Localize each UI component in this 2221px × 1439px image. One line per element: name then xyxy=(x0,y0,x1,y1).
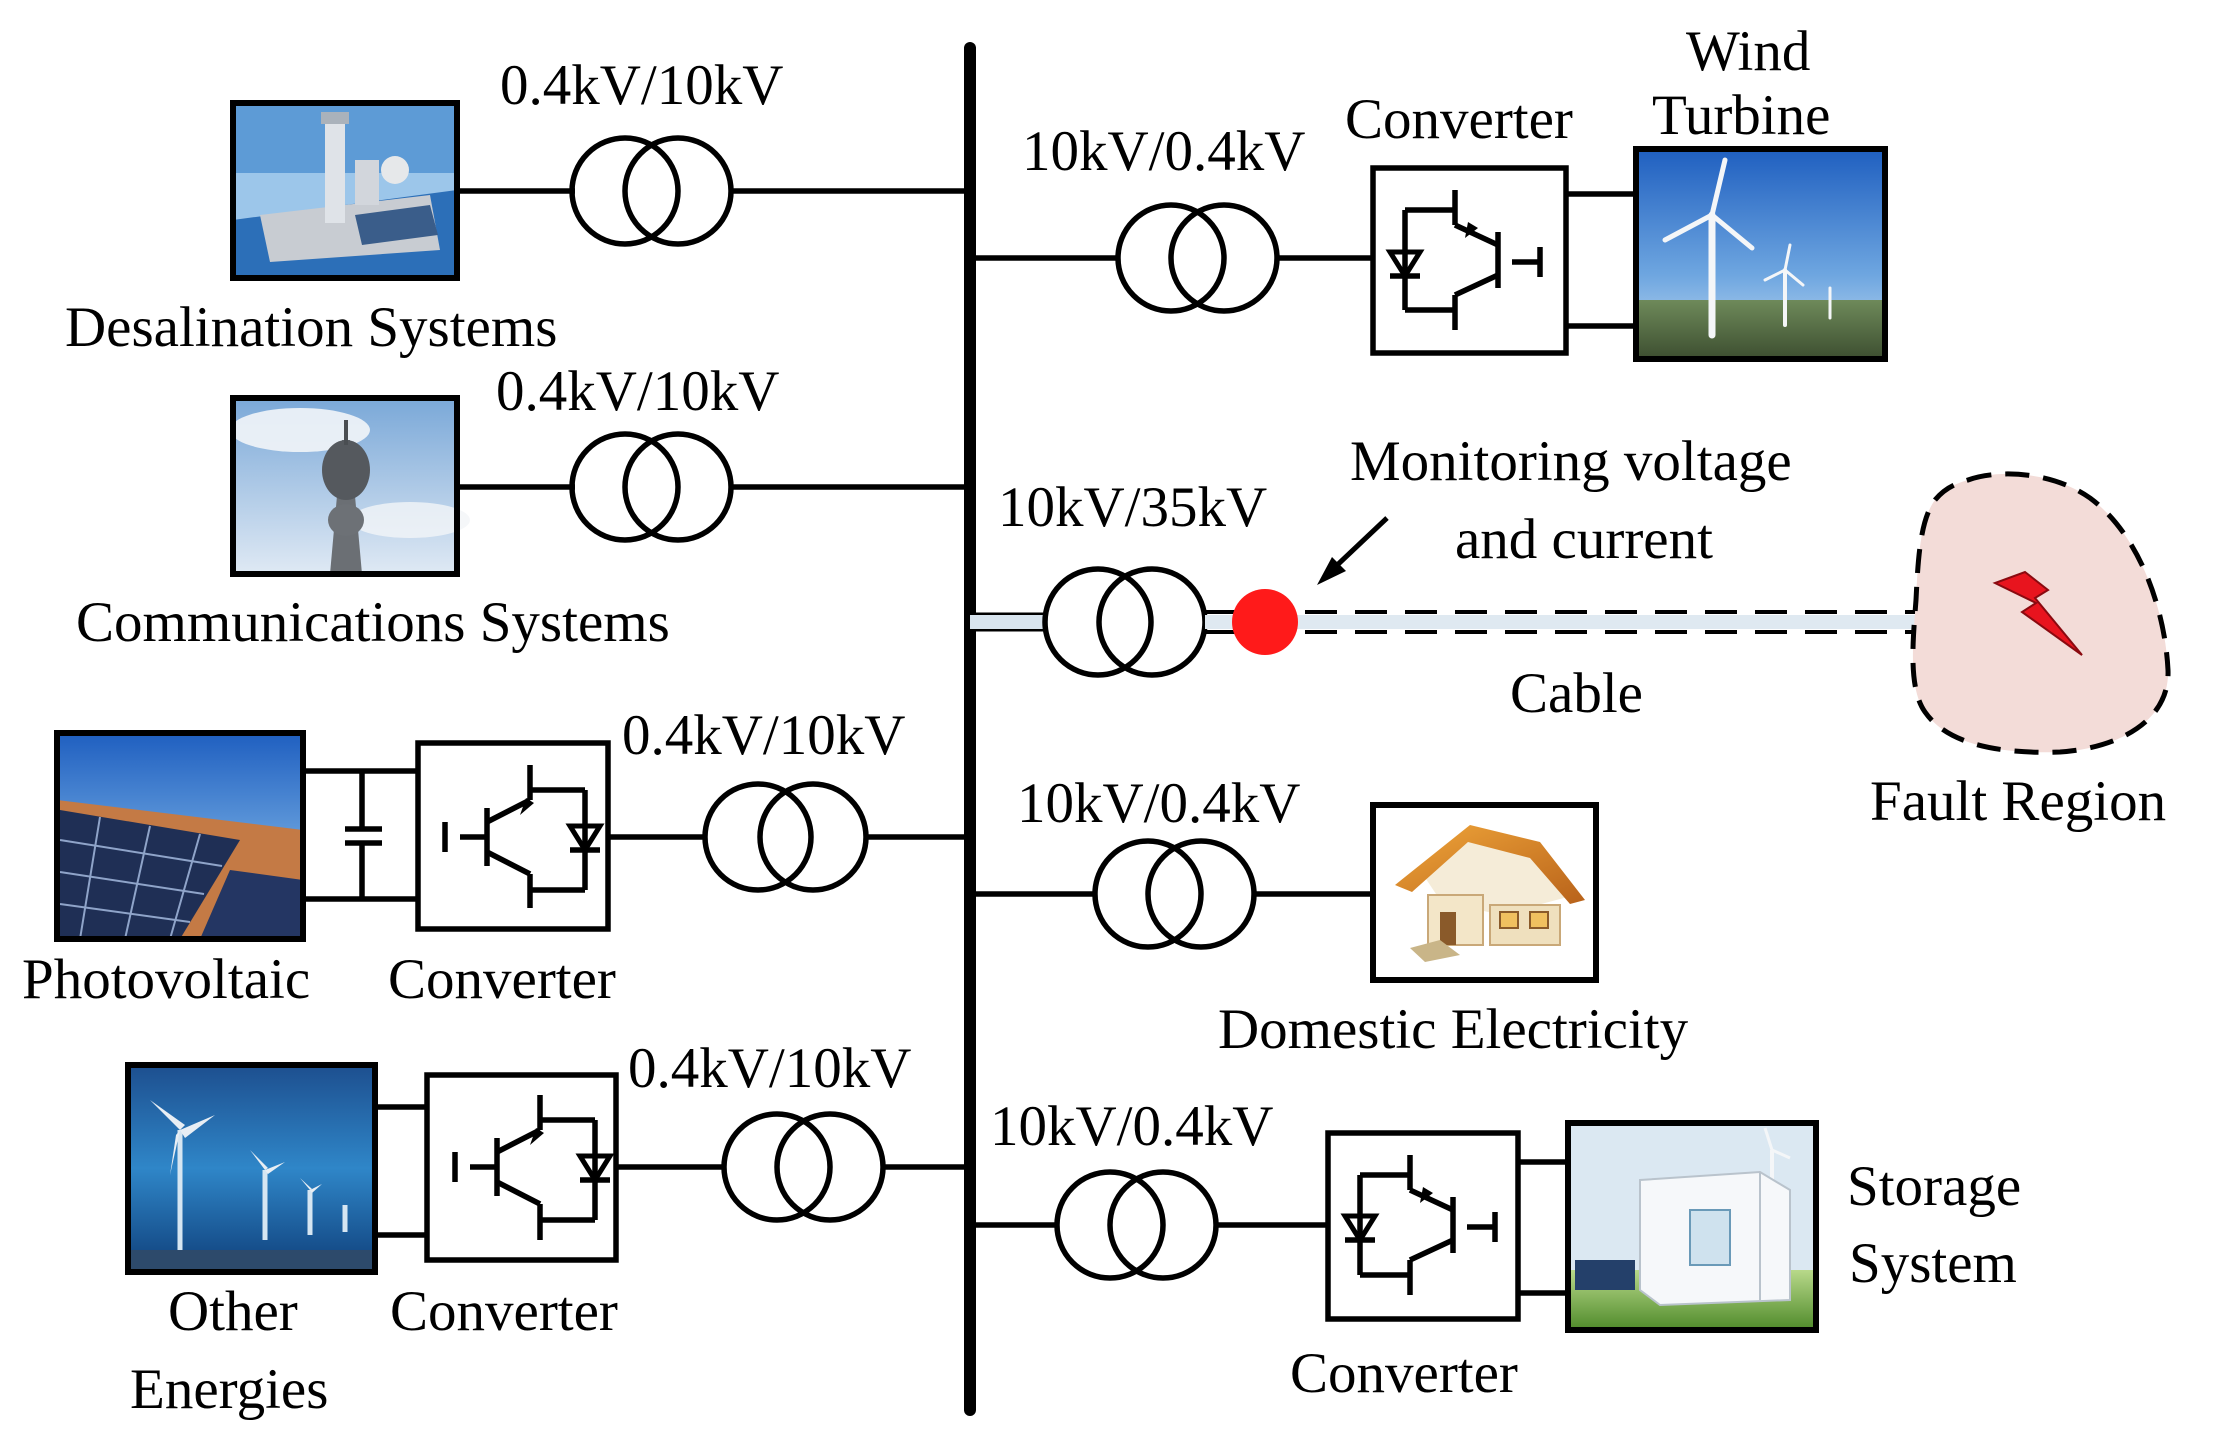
transformer-storage xyxy=(1054,1169,1219,1281)
photovoltaic-image xyxy=(54,730,306,942)
transformer-label-communications: 0.4kV/10kV xyxy=(496,360,779,423)
converter-label-wind: Converter xyxy=(1345,88,1573,151)
converter-pv xyxy=(415,740,611,932)
converter-wind xyxy=(1370,165,1569,356)
domestic-branch: 10kV/0.4kV Domestic Electricity xyxy=(970,772,1689,1061)
transformer-wind xyxy=(1115,202,1280,314)
wind-branch: 10kV/0.4kV Converter Wind Turbine xyxy=(970,20,1888,362)
transformer-desalination xyxy=(569,135,734,247)
transformer-label-desalination: 0.4kV/10kV xyxy=(500,54,783,117)
desalination-label: Desalination Systems xyxy=(65,296,557,359)
converter-label-storage: Converter xyxy=(1290,1342,1518,1405)
storage-label-line1: Storage xyxy=(1847,1155,2021,1218)
storage-label-line2: System xyxy=(1849,1232,2017,1295)
desalination-image xyxy=(230,100,460,281)
fault-region xyxy=(1910,471,2171,755)
monitoring-arrow xyxy=(1317,516,1389,585)
wind-turbine-image xyxy=(1633,146,1888,362)
transformer-other xyxy=(721,1111,886,1223)
cable-label: Cable xyxy=(1510,662,1643,725)
domestic-image xyxy=(1370,802,1599,983)
transformer-label-other: 0.4kV/10kV xyxy=(628,1037,911,1100)
wind-turbine-label-line2: Turbine xyxy=(1652,84,1830,147)
domestic-label: Domestic Electricity xyxy=(1218,998,1689,1061)
wind-turbine-label-line1: Wind xyxy=(1686,20,1810,83)
converter-other xyxy=(424,1072,619,1263)
desalination-branch: 0.4kV/10kV Desalination Systems xyxy=(65,54,970,359)
dc-link-capacitor xyxy=(345,771,382,899)
transformer-label-cable: 10kV/35kV xyxy=(998,476,1267,539)
communications-label: Communications Systems xyxy=(76,591,670,654)
monitoring-label-line2: and current xyxy=(1455,508,1713,571)
transformer-pv xyxy=(702,781,869,893)
monitoring-point xyxy=(1232,589,1298,655)
other-energies-image xyxy=(125,1062,378,1275)
other-energies-label-line2: Energies xyxy=(130,1358,328,1421)
transformer-domestic xyxy=(1092,838,1257,950)
converter-label-pv: Converter xyxy=(388,948,616,1011)
lightning-icon xyxy=(1992,570,2083,656)
converter-storage xyxy=(1325,1130,1521,1322)
transformer-cable xyxy=(1042,566,1208,678)
other-energies-label-line1: Other xyxy=(168,1280,298,1343)
photovoltaic-branch: 0.4kV/10kV Photovoltaic Converter xyxy=(22,704,970,1011)
transformer-label-domestic: 10kV/0.4kV xyxy=(1017,772,1300,835)
photovoltaic-label: Photovoltaic xyxy=(22,948,310,1011)
transformer-label-wind: 10kV/0.4kV xyxy=(1022,120,1305,183)
storage-system-image xyxy=(1565,1120,1819,1333)
cable-branch: 10kV/35kV Monitoring voltage and current… xyxy=(970,430,2171,833)
transformer-label-storage: 10kV/0.4kV xyxy=(990,1095,1273,1158)
converter-label-other: Converter xyxy=(390,1280,618,1343)
transformer-communications xyxy=(569,431,734,543)
fault-region-label: Fault Region xyxy=(1870,770,2166,833)
communications-image xyxy=(230,395,470,577)
transformer-label-pv: 0.4kV/10kV xyxy=(622,704,905,767)
storage-branch: 10kV/0.4kV Converter Storage System xyxy=(970,1095,2021,1405)
other-energies-branch: 0.4kV/10kV Other Energies Converter xyxy=(125,1037,970,1421)
monitoring-label-line1: Monitoring voltage xyxy=(1350,430,1792,493)
communications-branch: 0.4kV/10kV Communications Systems xyxy=(76,360,970,654)
